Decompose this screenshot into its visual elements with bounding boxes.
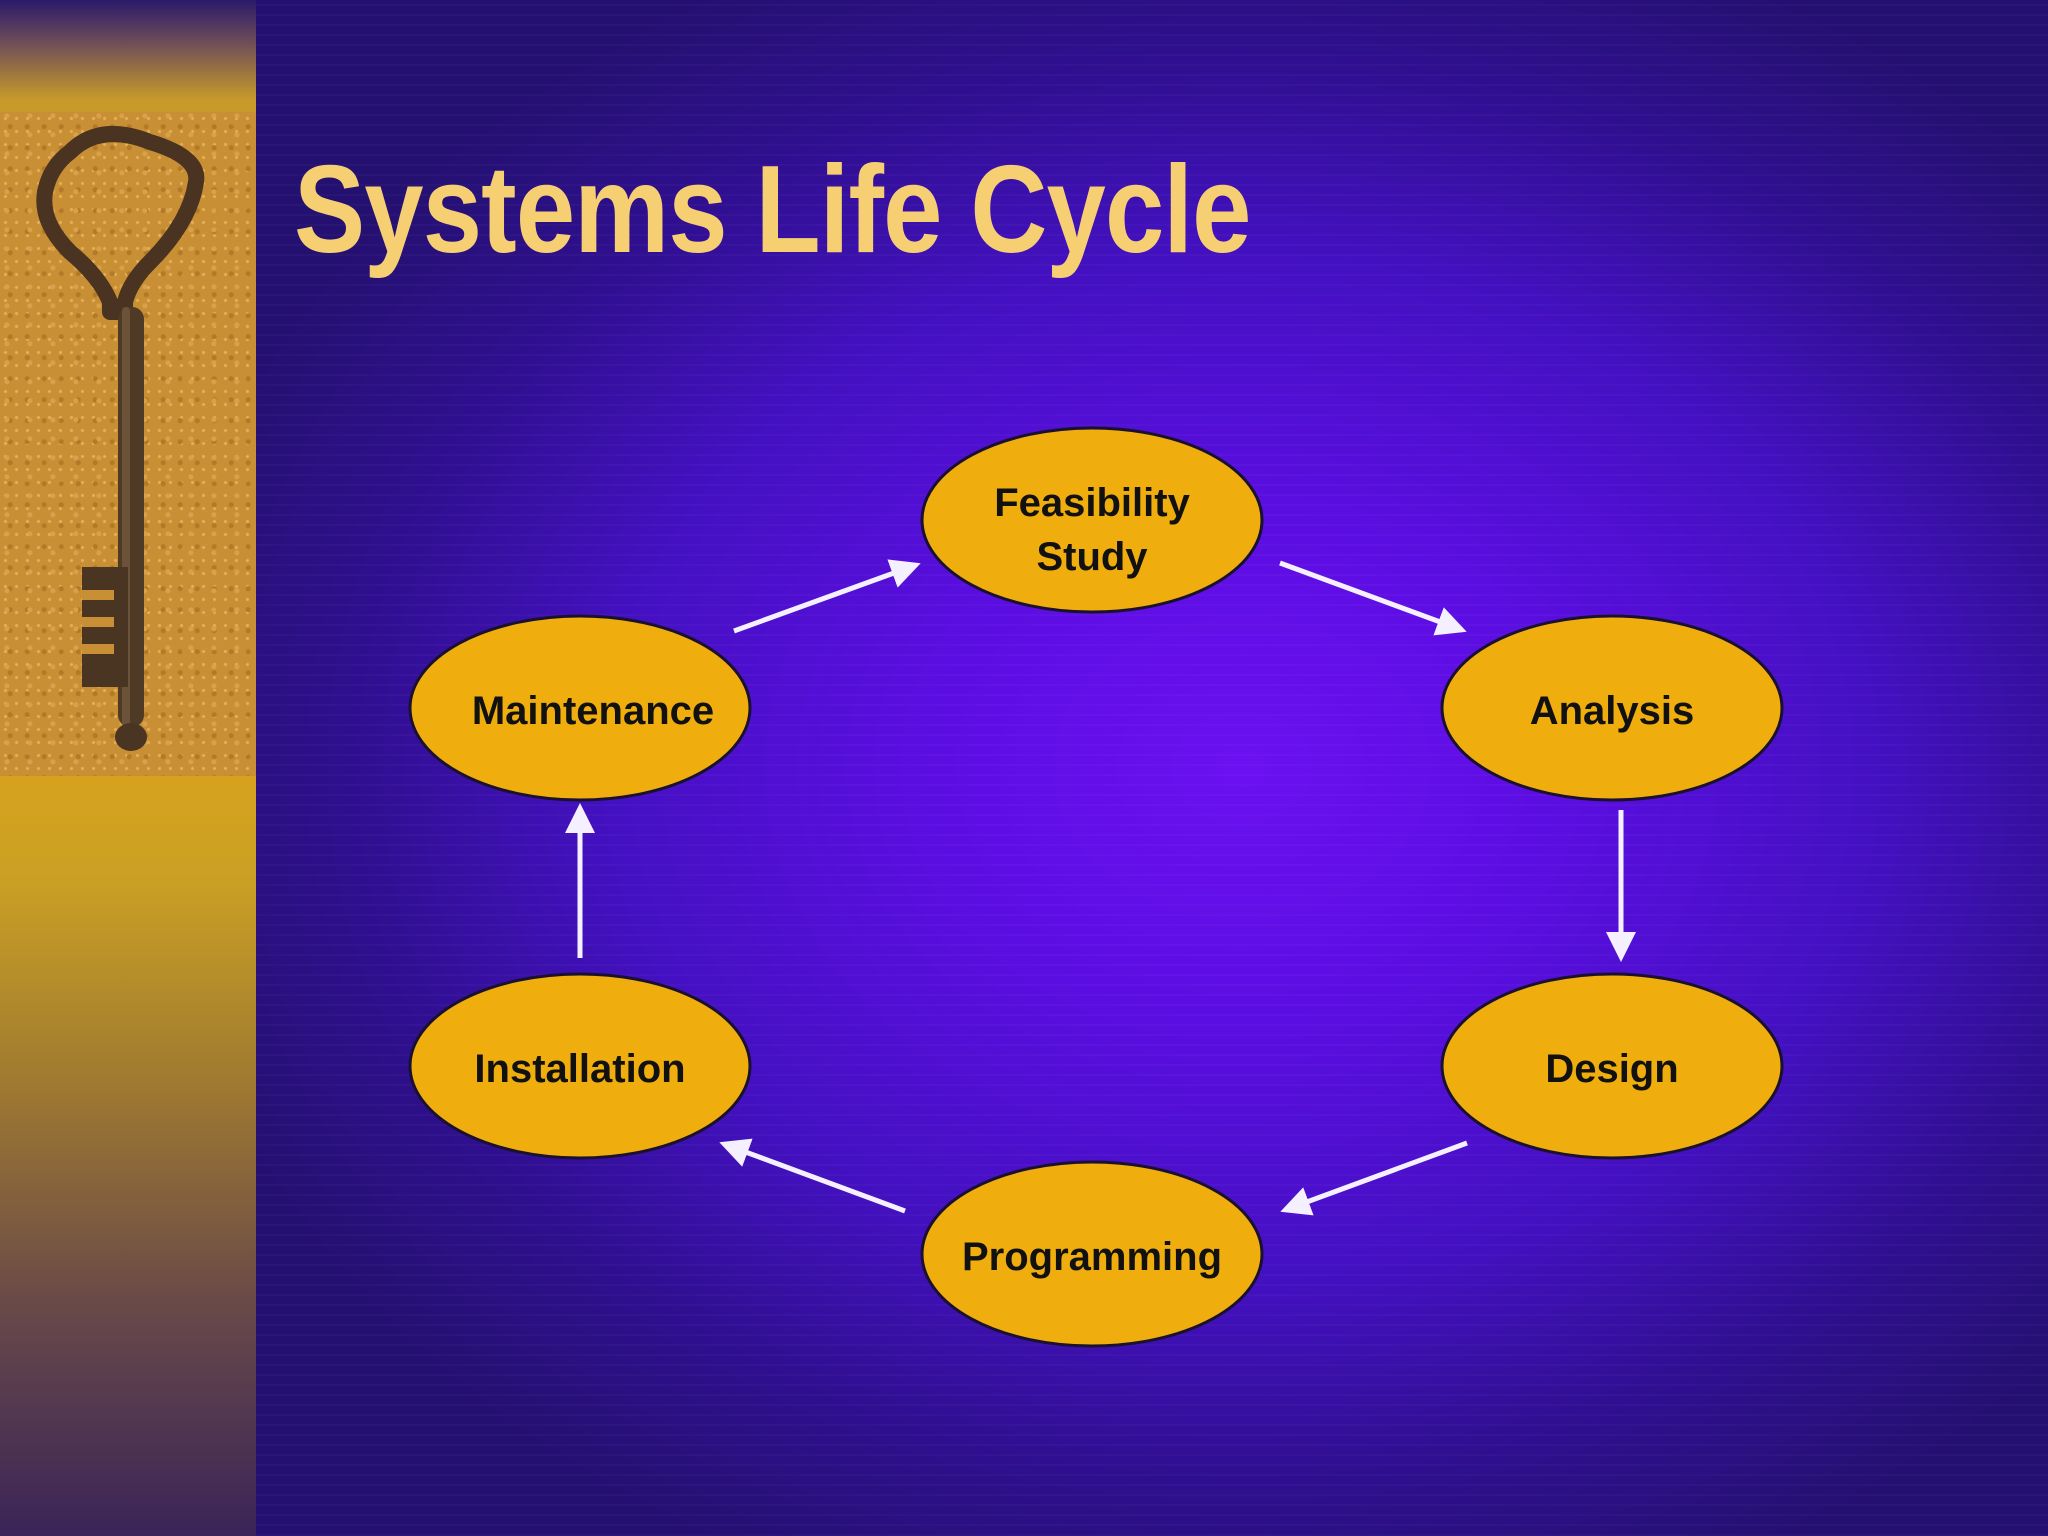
node-label: Study bbox=[1036, 535, 1148, 579]
arrow-feasibility-to-analysis bbox=[1279, 560, 1467, 636]
node-label: Feasibility bbox=[994, 481, 1190, 525]
node-label: Analysis bbox=[1530, 689, 1695, 733]
arrow-maintenance-to-feasibility bbox=[733, 559, 921, 634]
arrow-design-to-programming bbox=[1280, 1140, 1468, 1216]
left-decorative-strip bbox=[0, 0, 256, 1536]
main-background bbox=[256, 0, 2048, 1536]
arrow-programming-to-installation bbox=[719, 1138, 906, 1214]
slide-title: Systems Life Cycle bbox=[294, 141, 1251, 279]
node-label: Programming bbox=[962, 1235, 1222, 1279]
node-feasibility: Feasibility Study bbox=[920, 426, 1264, 614]
node-analysis: Analysis bbox=[1440, 614, 1784, 802]
node-installation: Installation bbox=[408, 972, 752, 1160]
node-label: Maintenance bbox=[472, 689, 714, 733]
node-maintenance: Maintenance bbox=[408, 614, 752, 802]
node-programming: Programming bbox=[920, 1160, 1264, 1348]
node-label: Design bbox=[1545, 1047, 1678, 1091]
key-photo bbox=[0, 112, 256, 776]
key-icon bbox=[36, 126, 205, 751]
edges bbox=[565, 559, 1636, 1216]
node-design: Design bbox=[1440, 972, 1784, 1160]
node-label: Installation bbox=[474, 1047, 685, 1091]
